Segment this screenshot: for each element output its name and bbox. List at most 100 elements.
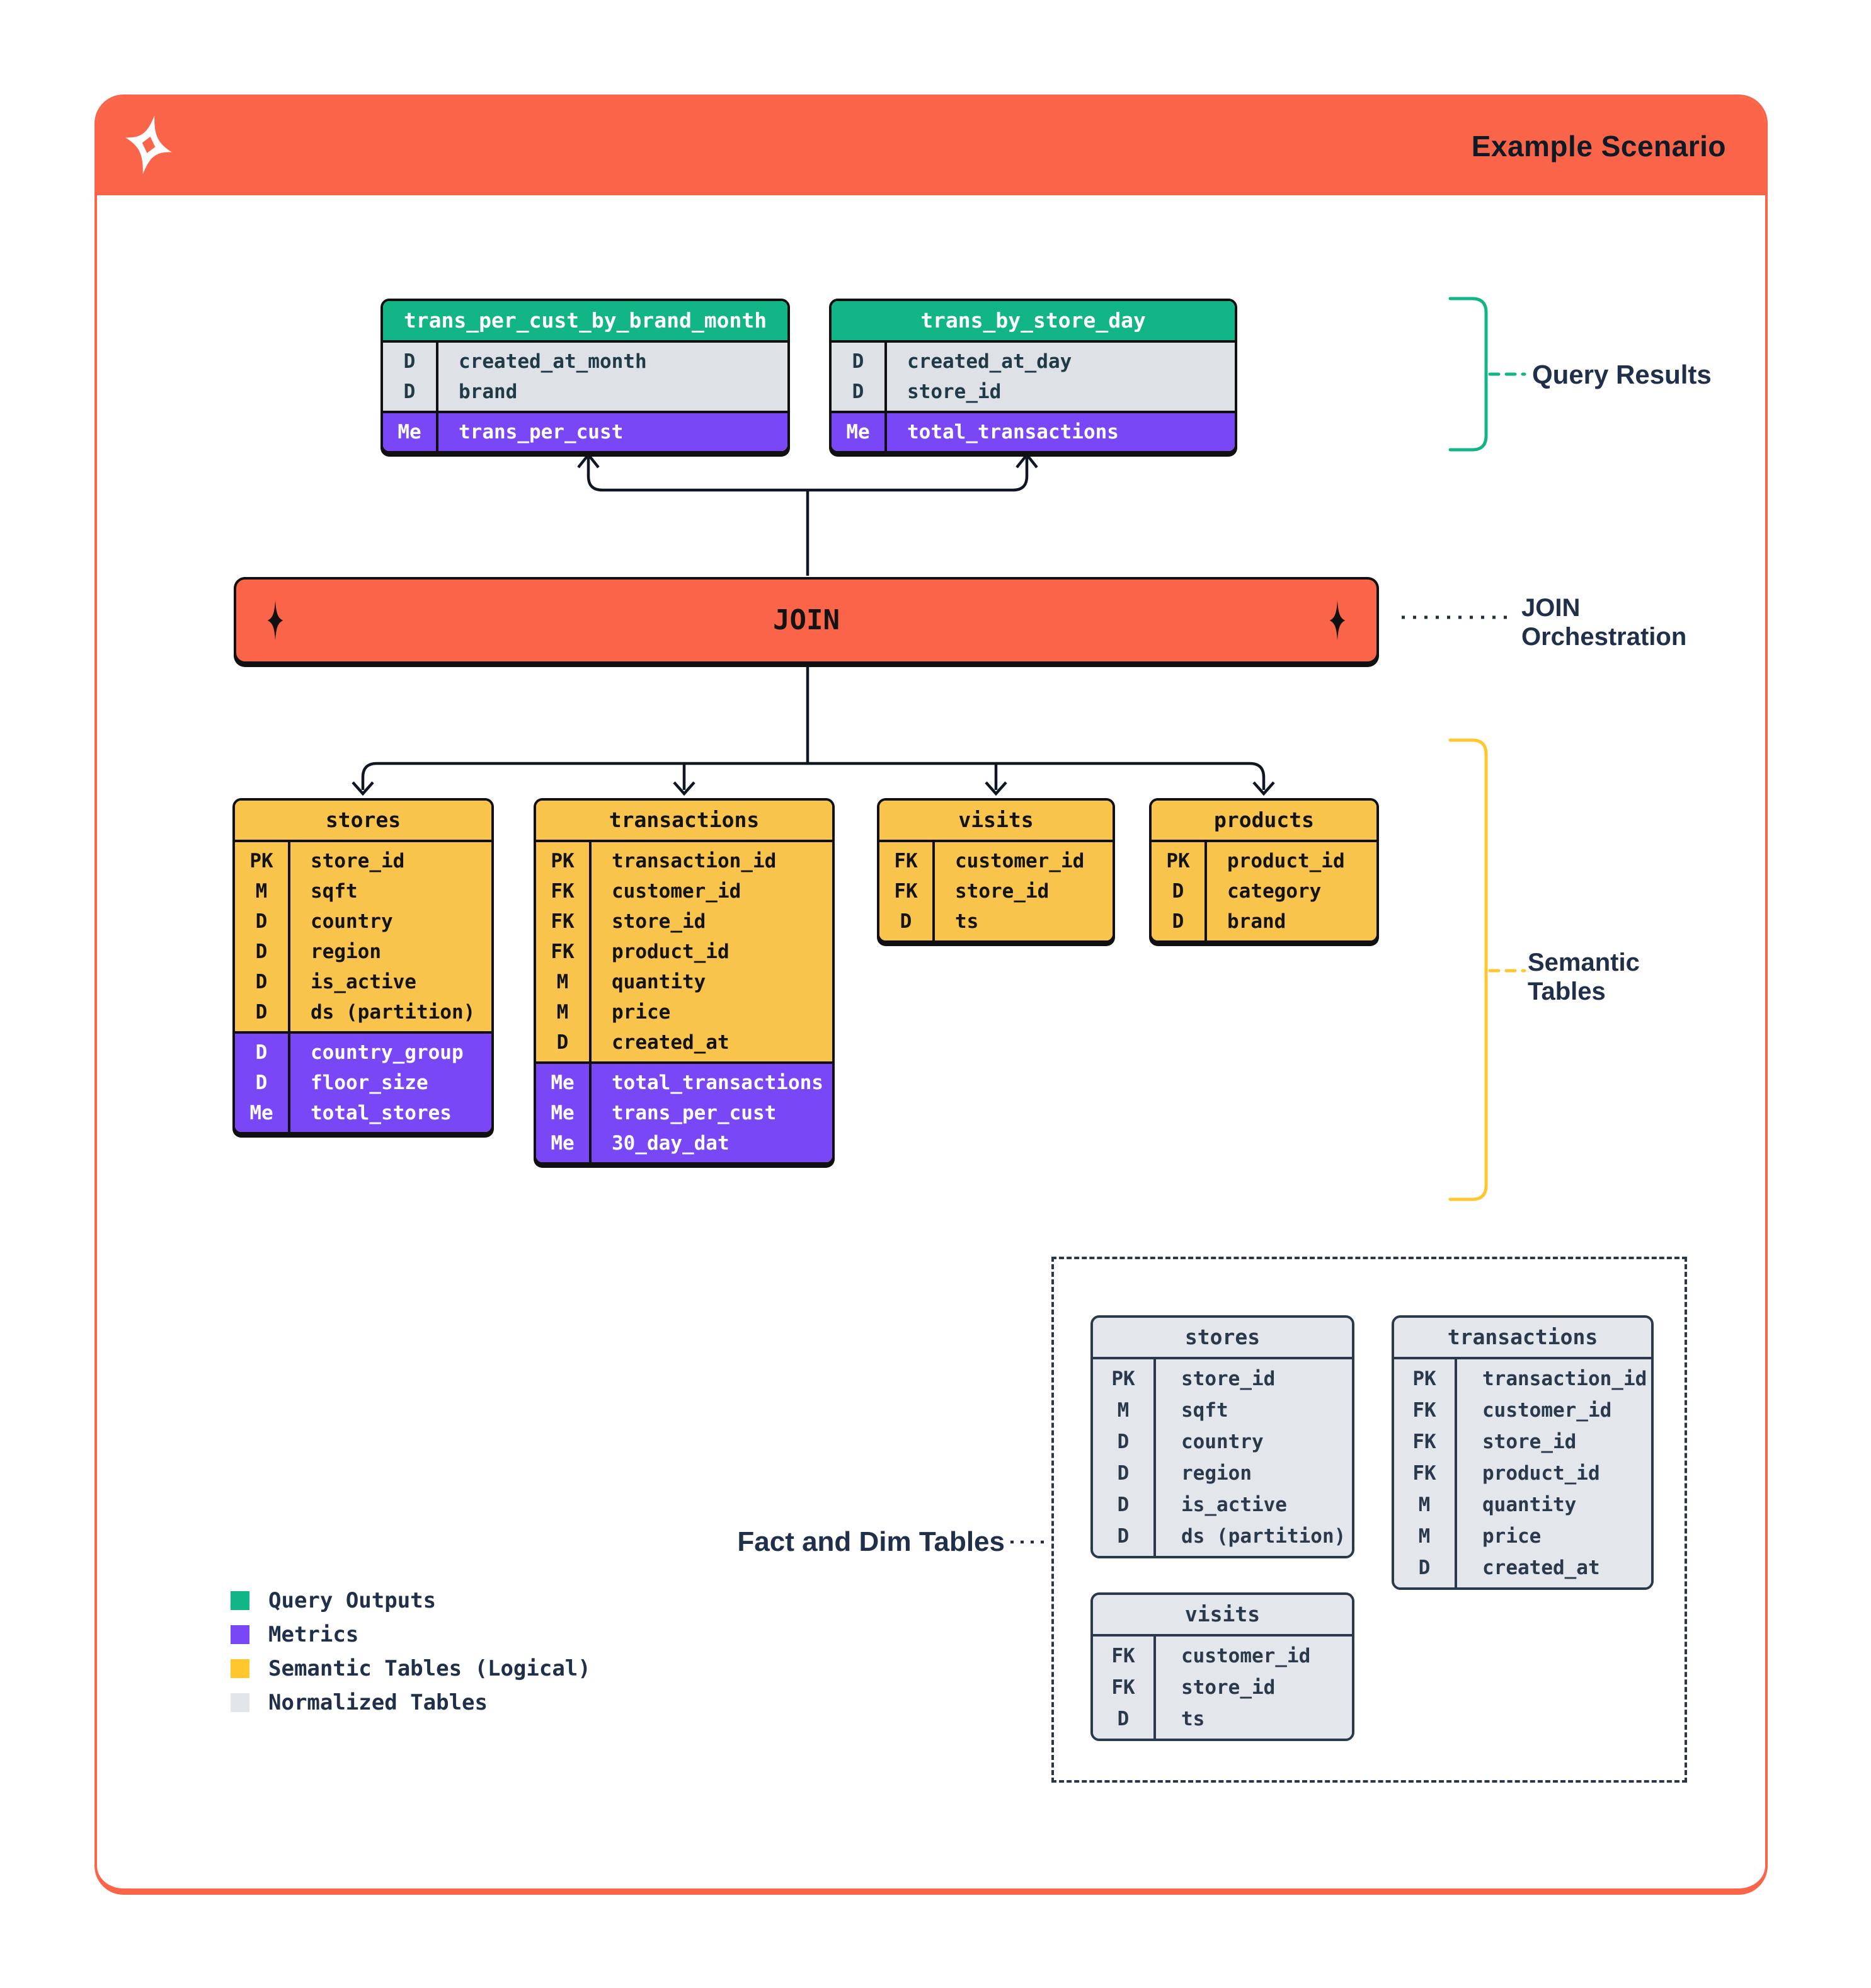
column-name: quantity — [612, 970, 706, 993]
table-title: stores — [1093, 1318, 1352, 1357]
column-divider — [1153, 1637, 1156, 1739]
semantic-table-stores: stores PK store_id M sqft D country D re… — [232, 798, 494, 1134]
column-key: D — [255, 1000, 268, 1024]
column-name: product_id — [1482, 1461, 1600, 1485]
table-row: D region — [1093, 1458, 1352, 1489]
column-key: D — [1117, 1430, 1130, 1453]
table-row: Me total_transactions — [536, 1068, 832, 1098]
table-title: transactions — [1394, 1318, 1651, 1357]
column-name: created_at_month — [459, 350, 647, 373]
column-key: D — [1117, 1707, 1130, 1730]
fact-dim-box — [1051, 1257, 1687, 1783]
table-row: D country_group — [235, 1037, 491, 1068]
column-name: region — [1181, 1461, 1252, 1485]
table-row: Me 30_day_dat — [536, 1128, 832, 1158]
column-name: customer_id — [955, 849, 1085, 872]
table-row: M quantity — [1394, 1489, 1651, 1521]
table-title: trans_by_store_day — [832, 301, 1235, 340]
column-key: D — [403, 350, 416, 373]
table-row: PK transaction_id — [1394, 1363, 1651, 1395]
column-name: floor_size — [311, 1071, 428, 1094]
table-row: FK store_id — [1394, 1426, 1651, 1458]
join-orchestration-label: JOIN Orchestration — [1521, 593, 1686, 651]
column-name: ds (partition) — [1181, 1524, 1346, 1548]
table-row: PK transaction_id — [536, 846, 832, 876]
column-name: total_transactions — [612, 1071, 823, 1094]
column-key: Me — [551, 1101, 575, 1124]
column-name: created_at — [1482, 1556, 1600, 1579]
legend-swatch — [231, 1625, 249, 1644]
column-name: created_at_day — [907, 350, 1072, 373]
column-divider — [1204, 842, 1207, 940]
normalized-table-stores: stores PK store_id M sqft D country D re… — [1090, 1315, 1354, 1558]
label-text: JOIN — [1521, 594, 1581, 622]
semantic-table-products: products PK product_id D category D bran… — [1149, 798, 1379, 943]
column-name: product_id — [1227, 849, 1345, 872]
column-key: D — [900, 910, 912, 933]
column-name: ts — [1181, 1707, 1205, 1730]
table-row: D country — [235, 906, 491, 937]
column-key: PK — [1111, 1367, 1135, 1390]
page-title: Example Scenario — [1471, 130, 1726, 163]
column-key: D — [255, 1071, 268, 1094]
metric-section: D country_group D floor_size Me total_st… — [235, 1031, 491, 1132]
table-row: PK product_id — [1152, 846, 1376, 876]
table-row: FK customer_id — [1394, 1395, 1651, 1426]
column-name: store_id — [907, 380, 1002, 403]
table-row: D created_at_day — [832, 346, 1235, 377]
column-name: transaction_id — [1482, 1367, 1647, 1390]
table-row: D floor_size — [235, 1068, 491, 1098]
column-key: D — [852, 380, 864, 403]
table-title: visits — [1093, 1595, 1352, 1634]
column-name: store_id — [1482, 1430, 1577, 1453]
column-key: FK — [1412, 1461, 1436, 1485]
table-row: FK customer_id — [879, 846, 1113, 876]
diamond-icon — [1326, 600, 1349, 641]
column-key: M — [556, 1000, 569, 1024]
column-name: price — [612, 1000, 671, 1024]
column-name: country — [1181, 1430, 1264, 1453]
table-row: D created_at_month — [383, 346, 787, 377]
column-key: FK — [1412, 1430, 1436, 1453]
column-key: M — [1418, 1493, 1431, 1516]
label-text: Orchestration — [1521, 623, 1687, 651]
column-key: D — [556, 1031, 569, 1054]
column-key: PK — [249, 849, 273, 872]
table-row: D created_at — [1394, 1552, 1651, 1584]
column-name: 30_day_dat — [612, 1131, 730, 1155]
label-text: Query Results — [1532, 360, 1712, 389]
legend-item-metrics: Metrics — [231, 1618, 591, 1652]
column-name: category — [1227, 879, 1322, 903]
dimension-section: PK transaction_id FK customer_id FK stor… — [536, 840, 832, 1061]
column-key: Me — [398, 420, 421, 443]
table-row: D category — [1152, 876, 1376, 906]
column-name: trans_per_cust — [459, 420, 624, 443]
column-key: FK — [1412, 1398, 1436, 1422]
dagster-star-logo-icon — [125, 115, 173, 178]
table-row: FK customer_id — [536, 876, 832, 906]
card-header: Example Scenario — [97, 97, 1765, 195]
label-text: Tables — [1528, 978, 1606, 1005]
diamond-icon — [264, 600, 287, 641]
column-key: D — [255, 940, 268, 963]
result-table-trans-by-store-day: trans_by_store_day D created_at_day D st… — [829, 299, 1237, 454]
column-name: sqft — [311, 879, 358, 903]
column-section: PK transaction_id FK customer_id FK stor… — [1394, 1357, 1651, 1587]
column-name: transaction_id — [612, 849, 777, 872]
table-row: D created_at — [536, 1027, 832, 1058]
column-key: Me — [551, 1131, 575, 1155]
column-section: PK store_id M sqft D country D region D … — [1093, 1357, 1352, 1556]
normalized-table-transactions: transactions PK transaction_id FK custom… — [1392, 1315, 1654, 1590]
table-row: PK store_id — [235, 846, 491, 876]
table-row: D region — [235, 937, 491, 967]
metric-section: Me trans_per_cust — [383, 411, 787, 451]
column-name: country_group — [311, 1041, 464, 1064]
column-name: ts — [955, 910, 979, 933]
join-label: JOIN — [773, 604, 840, 636]
table-row: D ts — [1093, 1703, 1352, 1735]
column-name: country — [311, 910, 393, 933]
table-row: Me total_stores — [235, 1098, 491, 1128]
column-divider — [1153, 1359, 1156, 1556]
table-title: stores — [235, 801, 491, 840]
column-key: D — [852, 350, 864, 373]
